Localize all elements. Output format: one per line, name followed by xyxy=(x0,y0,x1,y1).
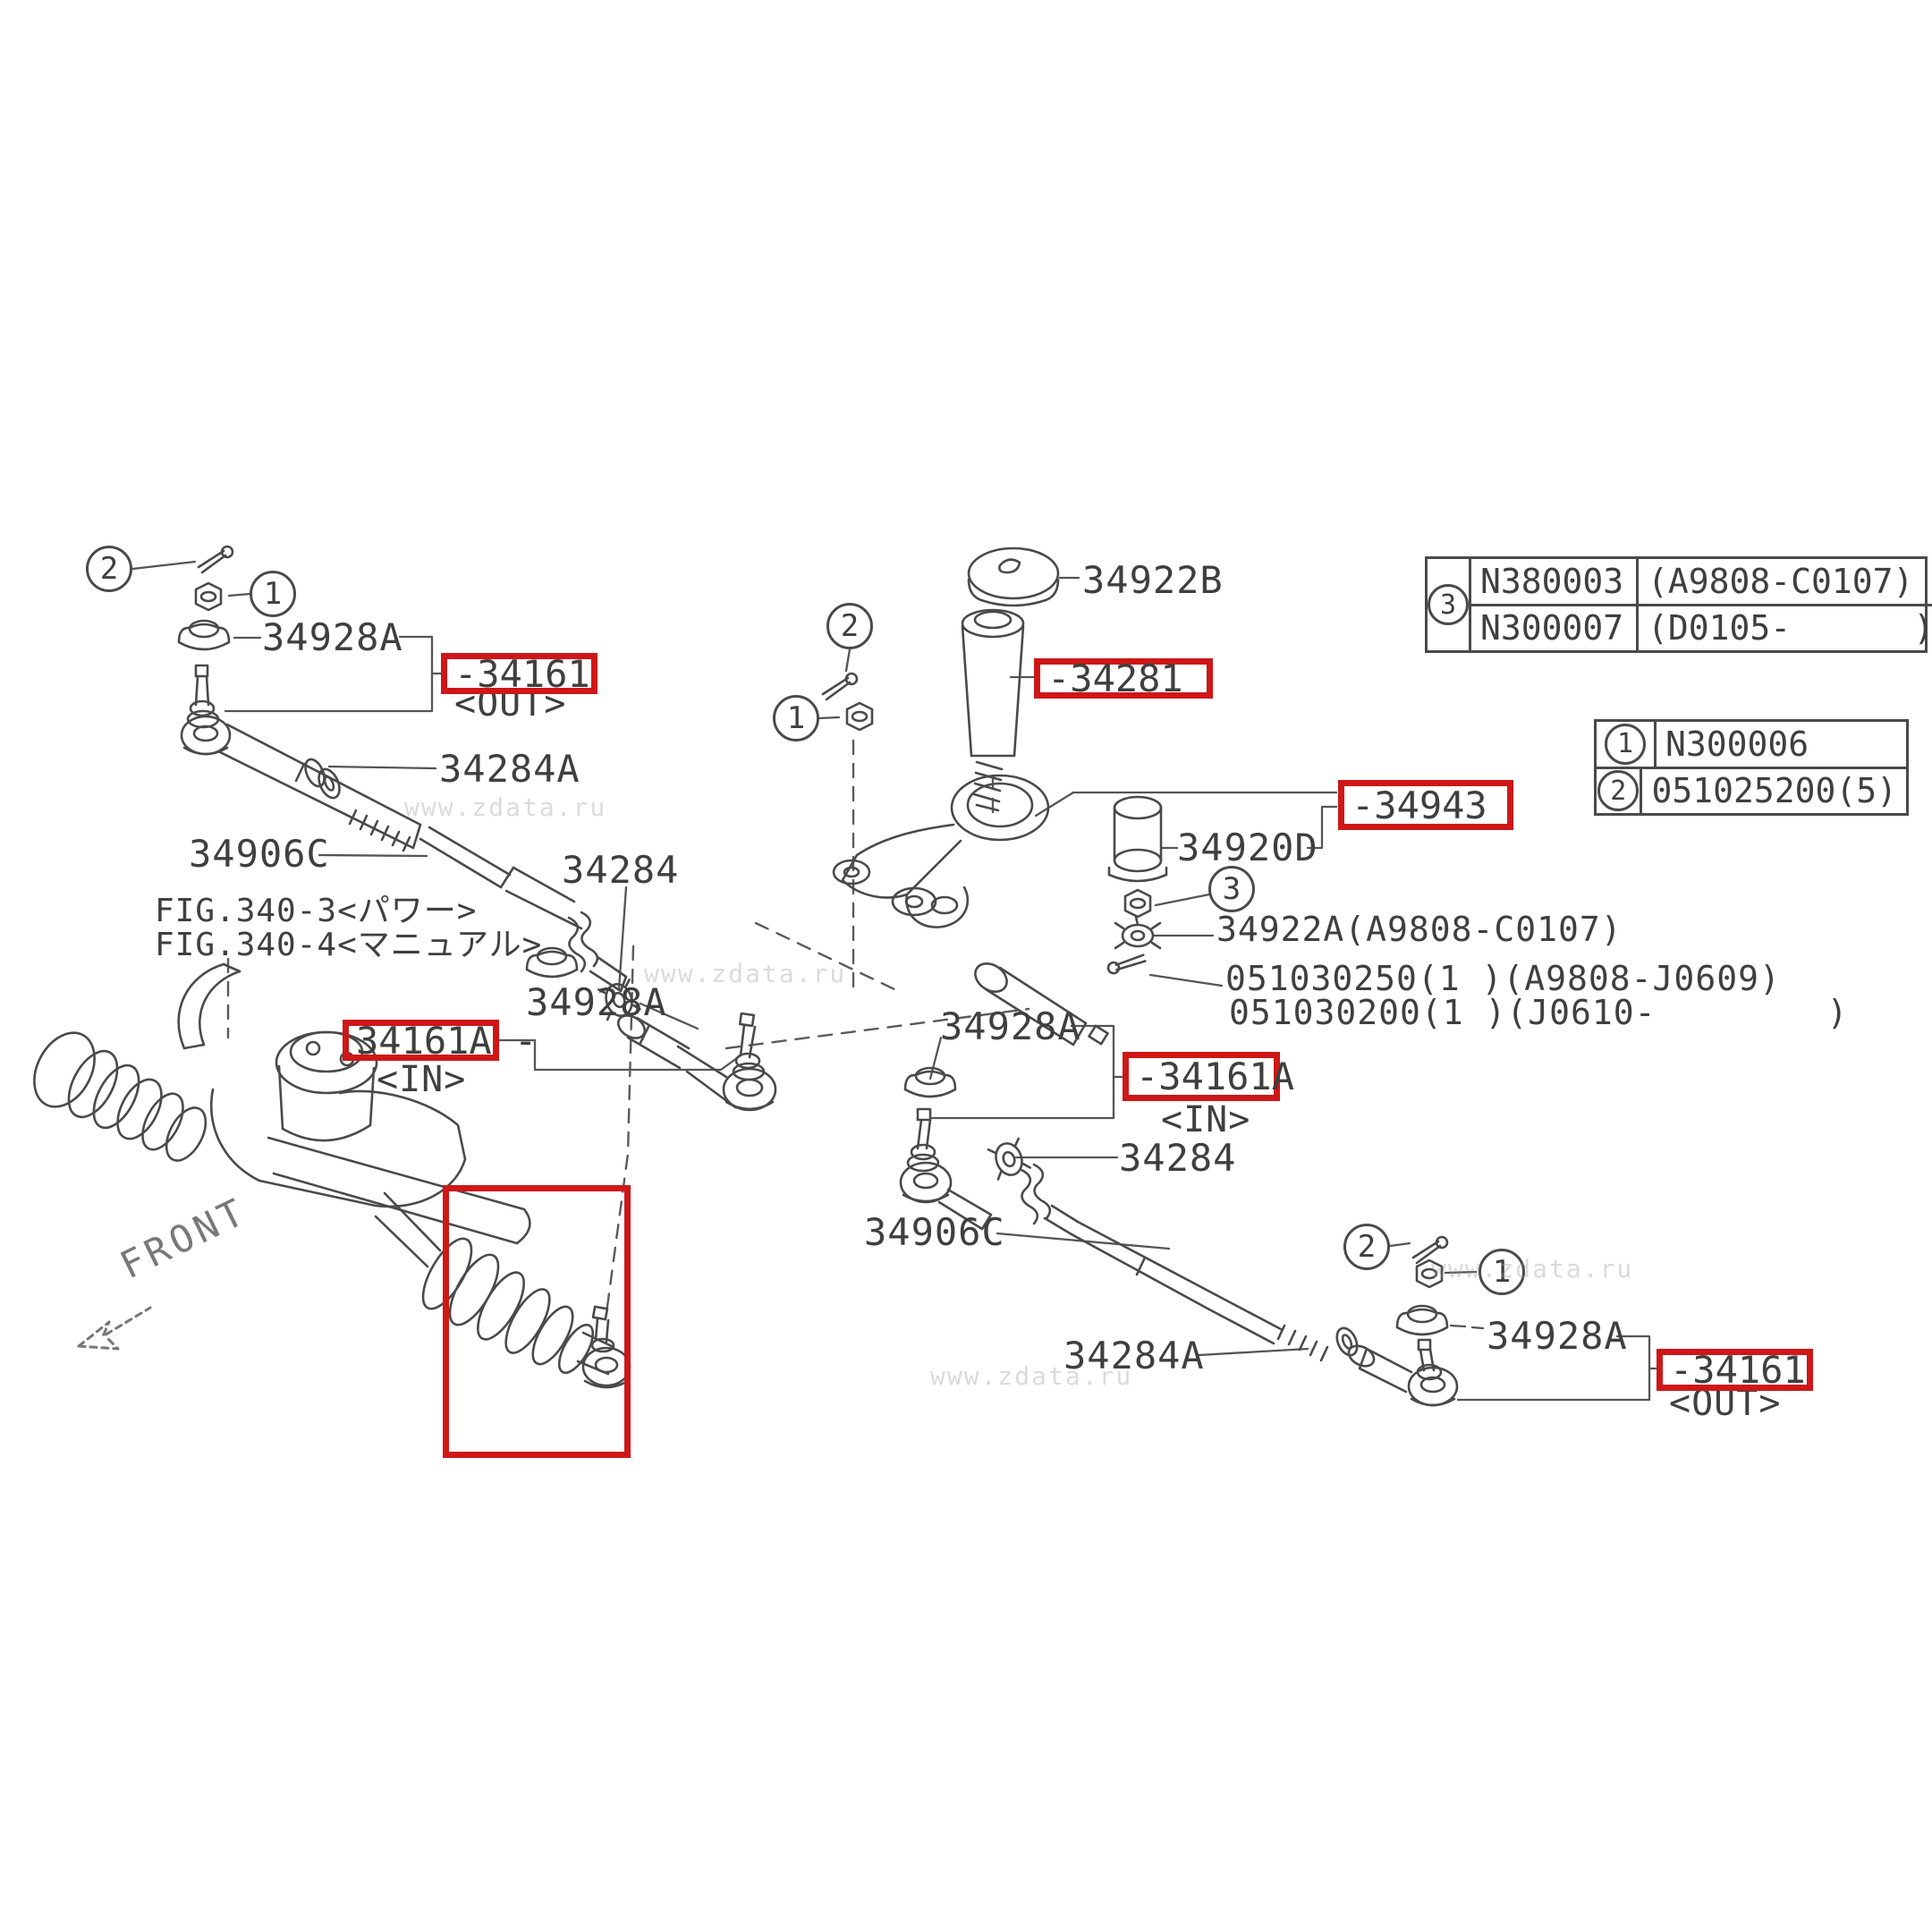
callout-1-badge: 1 xyxy=(773,695,819,741)
date-range-cell: (A9808-C0107) xyxy=(1636,559,1932,604)
label-34284a-left: 34284A xyxy=(439,747,580,791)
table-callout-3: 3 xyxy=(1428,559,1471,650)
part-tie-rod-end-in-left xyxy=(616,1012,777,1112)
part-nut-center xyxy=(845,701,874,732)
label-34284-right: 34284 xyxy=(1119,1136,1237,1180)
part-tie-rod-end-in-right xyxy=(899,1107,993,1231)
label-34928a-out-left: 34928A xyxy=(262,615,403,659)
highlighted-part-number: -34161 xyxy=(1670,1348,1806,1392)
part-bushing-34920d xyxy=(1107,795,1168,883)
watermark: www.zdata.ru xyxy=(404,792,607,822)
part-tie-rod-right xyxy=(1020,1163,1329,1362)
part-number-cell: N300006 xyxy=(1665,724,1809,764)
highlighted-part-number: -34943 xyxy=(1352,783,1487,827)
label-34928a-in-right: 34928A xyxy=(940,1004,1081,1048)
part-dust-seal-out-left xyxy=(177,619,231,651)
front-arrow-icon xyxy=(77,1306,152,1351)
part-dust-seal-in-right xyxy=(903,1066,957,1098)
part-number-cell: N380003 xyxy=(1480,561,1624,601)
label-051030250: 051030250(1 )(A9808-J0609) xyxy=(1225,959,1781,998)
callout-2-badge: 2 xyxy=(1343,1224,1390,1270)
part-castle-nut-out-left xyxy=(194,581,223,612)
part-toothed-washer xyxy=(1114,915,1162,950)
label-34906c-left: 34906C xyxy=(189,832,330,876)
part-socket-upper-right xyxy=(974,962,1109,1046)
part-clamp-washer-right xyxy=(986,1137,1032,1182)
part-washer-set-out-left xyxy=(304,758,341,800)
table-callout-1: 1 xyxy=(1597,722,1657,767)
callout-3-badge: 3 xyxy=(1208,866,1255,912)
part-washer-out-right xyxy=(1335,1326,1359,1357)
part-cotter-pin-34943 xyxy=(1106,945,1148,982)
part-cover-34922b xyxy=(967,547,1060,607)
label-34922a: 34922A(A9808-C0107) xyxy=(1216,910,1623,949)
part-dust-seal-out-right xyxy=(1395,1304,1449,1336)
table-row: 2 051025200(5) xyxy=(1597,766,1906,813)
part-tie-rod-end-out-right xyxy=(1347,1338,1459,1407)
highlight-34161-out-left: -34161 xyxy=(441,651,597,696)
highlight-region-inner-tie-rod xyxy=(443,1185,631,1458)
highlight-34161-out-right: -34161 xyxy=(1657,1348,1813,1392)
highlighted-part-number: -34281 xyxy=(1047,657,1183,700)
callout-1-badge: 1 xyxy=(1605,723,1646,765)
watermark: www.zdata.ru xyxy=(930,1361,1133,1391)
fig-ref-manual: FIG.340-4<マニュアル> xyxy=(155,927,543,963)
table-callout-2: 2 xyxy=(1597,768,1643,813)
watermark: www.zdata.ru xyxy=(1431,1254,1634,1284)
highlighted-part-number: -34161A xyxy=(1136,1055,1295,1098)
callout-1-badge: 1 xyxy=(250,571,296,617)
label-34928a-out-right: 34928A xyxy=(1487,1314,1628,1358)
highlight-34943: -34943 xyxy=(1338,780,1513,830)
label-051030200: 051030200(1 )(J0610- ) xyxy=(1229,993,1849,1032)
table-row: 1 N300006 xyxy=(1597,722,1906,767)
fig-ref-power: FIG.340-3<パワー> xyxy=(155,893,478,929)
part-tie-rod-left xyxy=(348,809,628,993)
callout-2-badge: 2 xyxy=(86,546,132,592)
table-row: N300007 (D0105- ) xyxy=(1471,603,1932,650)
label-in-right: <IN> xyxy=(1161,1099,1251,1140)
label-34284-left: 34284 xyxy=(562,848,680,892)
part-tie-rod-end-out-left xyxy=(180,664,422,850)
part-number-cell: N300007 xyxy=(1480,608,1624,648)
date-range-cell: (D0105- ) xyxy=(1636,606,1932,650)
part-cotter-pin-out-left xyxy=(197,545,234,574)
label-34920d: 34920D xyxy=(1177,826,1318,869)
part-number-cell: 051025200(5) xyxy=(1651,771,1897,811)
table-row: N380003 (A9808-C0107) xyxy=(1471,559,1932,604)
part-idler-shaft-34281 xyxy=(961,608,1025,812)
callout-2-badge: 2 xyxy=(1597,770,1640,812)
part-nut-34922a xyxy=(1123,888,1152,919)
fastener-table: 1 N300006 2 051025200(5) xyxy=(1594,719,1909,816)
applicability-table: 3 N380003 (A9808-C0107) N300007 (D0105- … xyxy=(1425,556,1932,653)
label-34922b: 34922B xyxy=(1082,558,1224,602)
highlight-34161a-in-right: -34161A xyxy=(1123,1052,1294,1101)
highlight-34161a-in-left: 34161A - xyxy=(343,1019,537,1063)
highlight-34281: -34281 xyxy=(1034,657,1213,700)
part-cotter-pin-center xyxy=(821,672,859,701)
callout-1-badge: 1 xyxy=(1479,1249,1525,1295)
label-34928a-in-left: 34928A xyxy=(526,980,667,1024)
highlighted-part-number: -34161 xyxy=(454,651,590,696)
callout-2-badge: 2 xyxy=(826,603,873,649)
watermark: www.zdata.ru xyxy=(644,959,847,988)
highlighted-part-number: 34161A - xyxy=(356,1018,538,1063)
label-34906c-right: 34906C xyxy=(864,1210,1005,1254)
callout-3-badge: 3 xyxy=(1428,584,1469,625)
label-34284a-right: 34284A xyxy=(1063,1334,1205,1377)
label-in-left: <IN> xyxy=(377,1059,467,1100)
label-out-right: <OUT> xyxy=(1669,1383,1782,1424)
part-center-arm-34943 xyxy=(832,774,1050,928)
